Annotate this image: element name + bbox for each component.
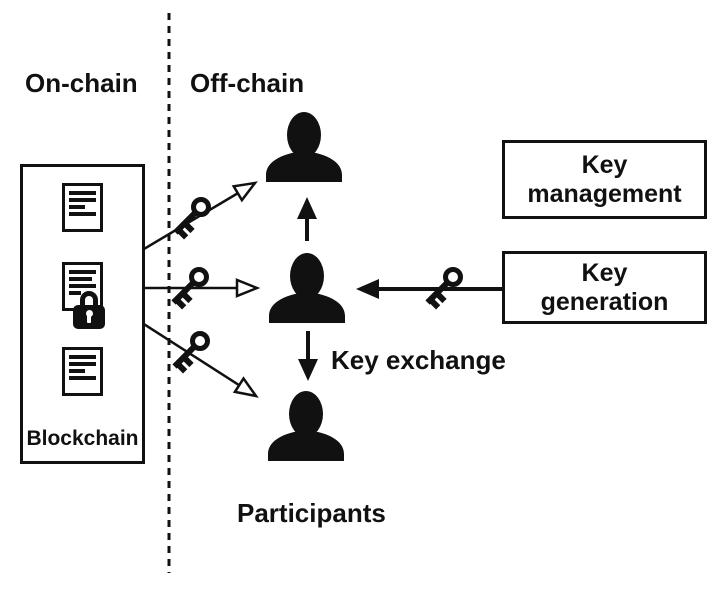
document-icon	[62, 347, 103, 396]
key-generation-arrow	[356, 279, 502, 299]
key-exchange-down-arrow	[298, 331, 318, 381]
person-icon	[268, 391, 344, 461]
document-text-lines	[65, 265, 100, 295]
off-chain-label: Off-chain	[190, 68, 305, 98]
participants-label: Participants	[237, 498, 386, 528]
key-management-label: Key management	[527, 150, 682, 208]
key-generation-box: Key generation	[502, 251, 707, 324]
key-exchange-up-arrow	[297, 197, 317, 241]
key-icon	[169, 330, 213, 374]
person-icon	[269, 253, 345, 323]
key-generation-label: Key generation	[540, 258, 669, 316]
document-text-lines	[65, 186, 100, 216]
key-icon	[170, 196, 214, 240]
on-chain-label: On-chain	[25, 68, 138, 98]
document-text-lines	[65, 350, 100, 380]
locked-document-icon	[62, 262, 105, 329]
blockchain-box: Blockchain	[20, 164, 145, 464]
lock-icon	[73, 291, 107, 329]
key-exchange-label: Key exchange	[331, 345, 506, 375]
blockchain-caption: Blockchain	[26, 427, 139, 450]
person-icon	[266, 112, 342, 182]
key-management-box: Key management	[502, 140, 707, 219]
document-icon	[62, 183, 103, 232]
